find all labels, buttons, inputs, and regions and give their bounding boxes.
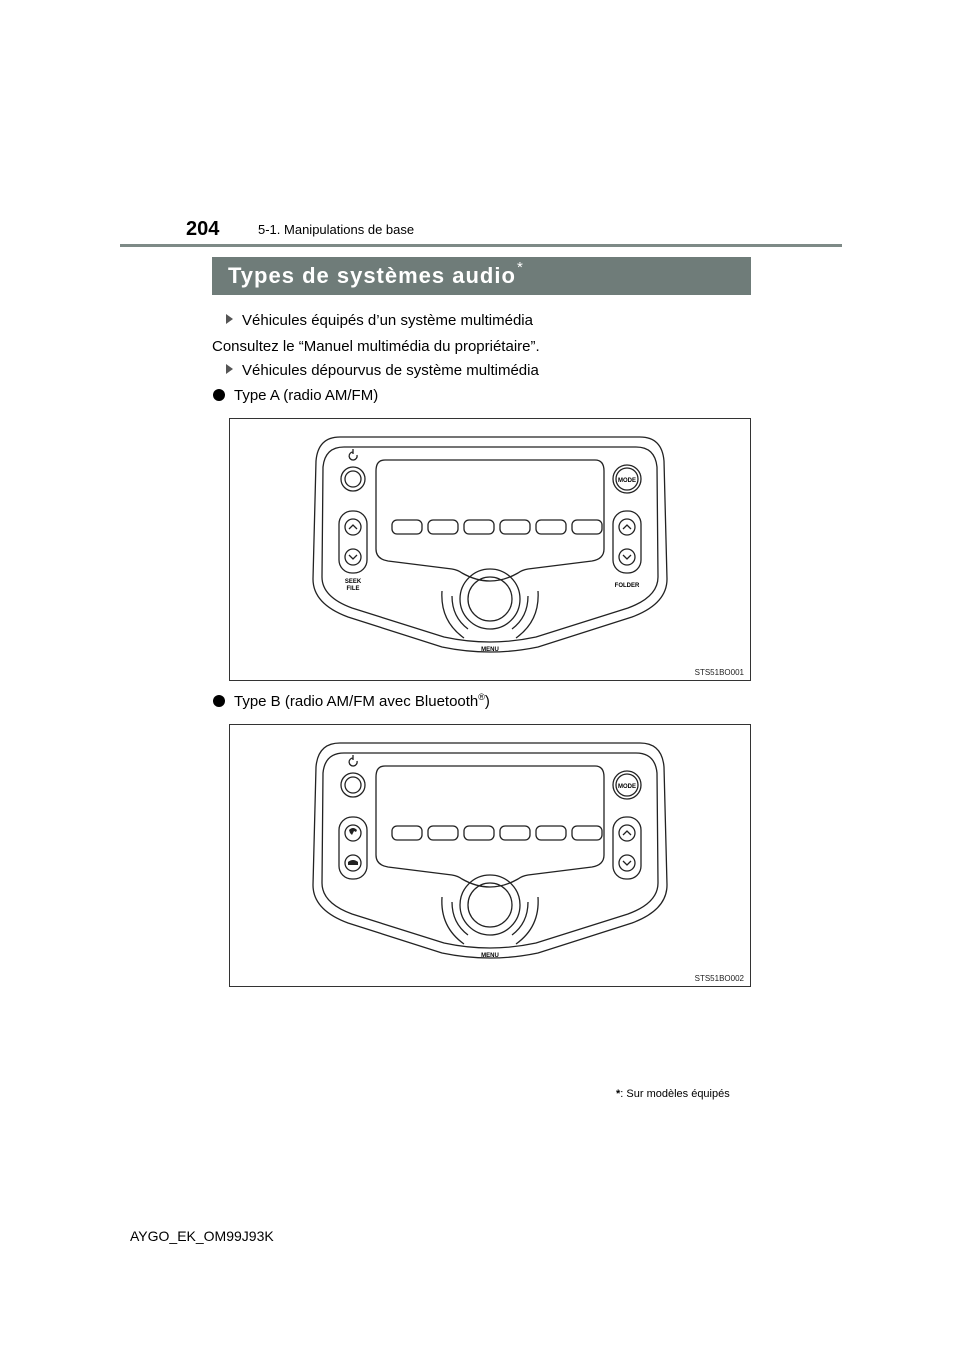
item-text: Type A (radio AM/FM) (234, 387, 379, 404)
page-title-text: Types de systèmes audio (228, 263, 516, 288)
folder-label: FOLDER (615, 583, 640, 589)
circle-bullet-icon (213, 695, 225, 707)
seek-label: SEEK (345, 579, 362, 585)
circle-bullet-icon (213, 389, 225, 401)
registered-mark: ® (478, 692, 485, 702)
figure-type-a: MODE SEEK FILE FOLDER MENU STS51BO001 (229, 418, 751, 681)
list-item: Type B (radio AM/FM avec Bluetooth®) (213, 692, 490, 710)
footer-code: AYGO_EK_OM99J93K (130, 1228, 274, 1244)
figure-type-b: MODE MENU STS51BO002 (229, 724, 751, 987)
header-rule (120, 244, 842, 247)
list-item: Type A (radio AM/FM) (213, 387, 378, 404)
footnote-text: : Sur modèles équipés (620, 1088, 730, 1100)
audio-unit-type-b-illustration: MODE MENU (312, 742, 668, 959)
audio-unit-type-a-illustration: MODE SEEK FILE FOLDER MENU (312, 436, 668, 653)
mode-label: MODE (618, 784, 636, 790)
phone-hangup-icon (348, 860, 358, 865)
list-item: Véhicules dépourvus de système multimédi… (226, 362, 539, 379)
file-label: FILE (347, 586, 360, 592)
list-item: Véhicules équipés d’un système multimédi… (226, 312, 533, 329)
item-text: Véhicules dépourvus de système multimédi… (242, 362, 539, 379)
footnote: *: Sur modèles équipés (616, 1088, 730, 1100)
item-text: Véhicules équipés d’un système multimédi… (242, 312, 533, 329)
section-label: 5-1. Manipulations de base (258, 222, 415, 237)
phone-pickup-icon (349, 828, 357, 835)
equipped-marker: * (516, 259, 524, 276)
page-number: 204 (186, 218, 220, 240)
figure-code: STS51BO002 (694, 974, 744, 983)
item-text-end: ) (484, 693, 490, 710)
paragraph: Consultez le “Manuel multimédia du propr… (212, 338, 540, 355)
mode-label: MODE (618, 478, 636, 484)
figure-code: STS51BO001 (694, 668, 744, 677)
menu-label: MENU (481, 953, 499, 959)
triangle-bullet-icon (226, 364, 233, 374)
triangle-bullet-icon (226, 314, 233, 324)
page-title: Types de systèmes audio* (212, 257, 751, 295)
footnote-marker: * (616, 1088, 621, 1100)
item-text: Type B (radio AM/FM avec Bluetooth (234, 693, 479, 710)
menu-label: MENU (481, 647, 499, 653)
